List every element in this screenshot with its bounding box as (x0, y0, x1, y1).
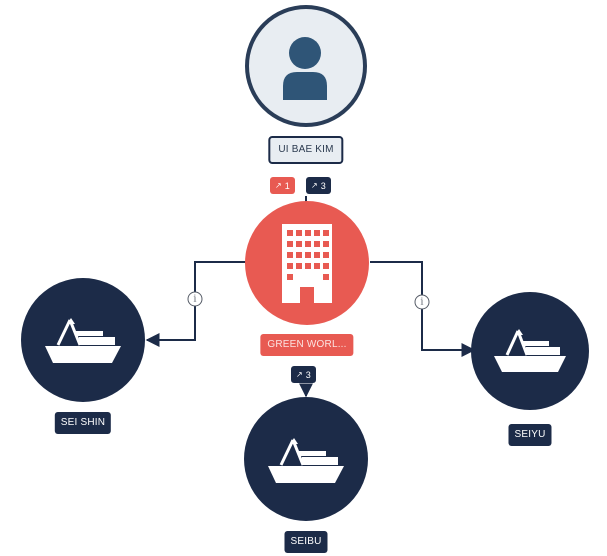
person-icon (283, 37, 327, 100)
seiyu-label[interactable]: SEIYU (508, 424, 552, 446)
person-link-badge-red[interactable]: ↗ 1 (270, 177, 295, 194)
seiyu-node[interactable] (471, 292, 589, 410)
badge-count: 1 (284, 180, 290, 191)
company-label[interactable]: GREEN WORL... (260, 334, 354, 356)
ship-icon (494, 329, 566, 372)
badge-count: 3 (320, 180, 326, 191)
sei-shin-node[interactable] (21, 278, 145, 402)
link-icon: ↗ (296, 369, 303, 379)
sei-shin-label[interactable]: SEI SHIN (54, 412, 112, 434)
seibu-label[interactable]: SEIBU (284, 531, 328, 553)
link-icon: ↗ (275, 180, 282, 190)
badge-count: 3 (305, 369, 311, 380)
seibu-node[interactable] (244, 397, 368, 521)
ship-icon (45, 318, 121, 363)
office-building-icon (282, 224, 332, 303)
edge-info-icon[interactable]: i (414, 294, 430, 310)
company-node[interactable] (245, 201, 369, 325)
ship-icon (268, 438, 344, 483)
person-label[interactable]: UI BAE KIM (268, 136, 344, 164)
person-node[interactable] (245, 5, 367, 127)
person-link-badge-dark[interactable]: ↗ 3 (306, 177, 331, 194)
company-link-badge-dark[interactable]: ↗ 3 (291, 366, 316, 383)
link-icon: ↗ (311, 180, 318, 190)
edge-info-icon[interactable]: i (187, 291, 203, 307)
